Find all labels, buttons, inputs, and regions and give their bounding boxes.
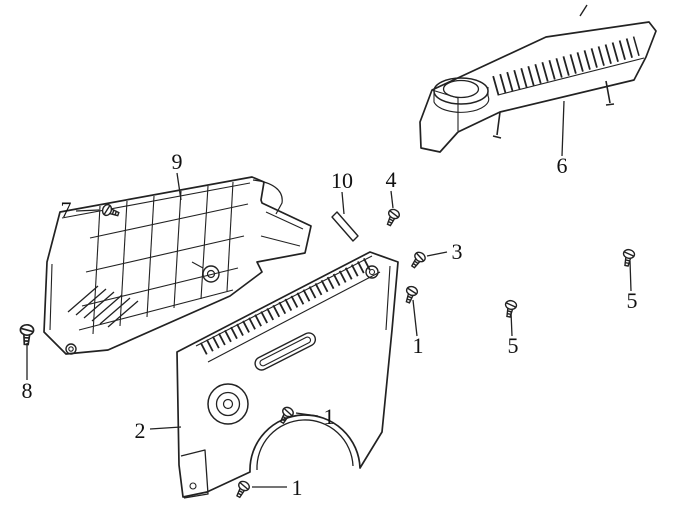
leader-line: [510, 311, 513, 337]
leader-line: [295, 412, 319, 417]
callout-1-right: 1: [412, 333, 424, 358]
pin-icon: [331, 211, 359, 242]
leader-line: [390, 190, 394, 209]
callout-7: 7: [60, 197, 72, 222]
leader-line: [426, 251, 448, 257]
screw-icon: [620, 247, 636, 268]
leader-line: [561, 100, 565, 157]
screw-icon: [383, 207, 402, 228]
left-side-panel-part: [43, 176, 312, 355]
screw-icon: [232, 478, 252, 500]
leader-line: [149, 426, 182, 430]
leader-line: [341, 191, 345, 215]
callout-1-middle: 1: [323, 404, 335, 429]
callout-10: 10: [331, 168, 353, 193]
callout-6: 6: [556, 153, 568, 178]
callout-1-bottom: 1: [291, 475, 303, 500]
callout-9: 9: [171, 149, 183, 174]
callout-3: 3: [451, 239, 463, 264]
leader-line: [629, 260, 632, 292]
callout-5-middle: 5: [507, 333, 519, 358]
callout-4: 4: [385, 167, 397, 192]
screw-icon: [402, 284, 420, 305]
bolt-icon: [18, 323, 35, 346]
screw-icon: [502, 298, 518, 319]
screw-icon: [407, 249, 428, 271]
leader-line: [176, 172, 182, 201]
leader-line: [412, 299, 418, 337]
leader-lines: [26, 100, 632, 488]
callout-8: 8: [21, 378, 33, 403]
front-panel-part: [176, 251, 399, 499]
callout-2: 2: [134, 418, 146, 443]
vent-slats: [67, 285, 139, 328]
leader-line: [75, 209, 100, 212]
screw-icon: [100, 202, 121, 220]
rib-grid: [49, 181, 249, 335]
callout-5-right: 5: [626, 288, 638, 313]
top-cover-part: [419, 4, 657, 153]
